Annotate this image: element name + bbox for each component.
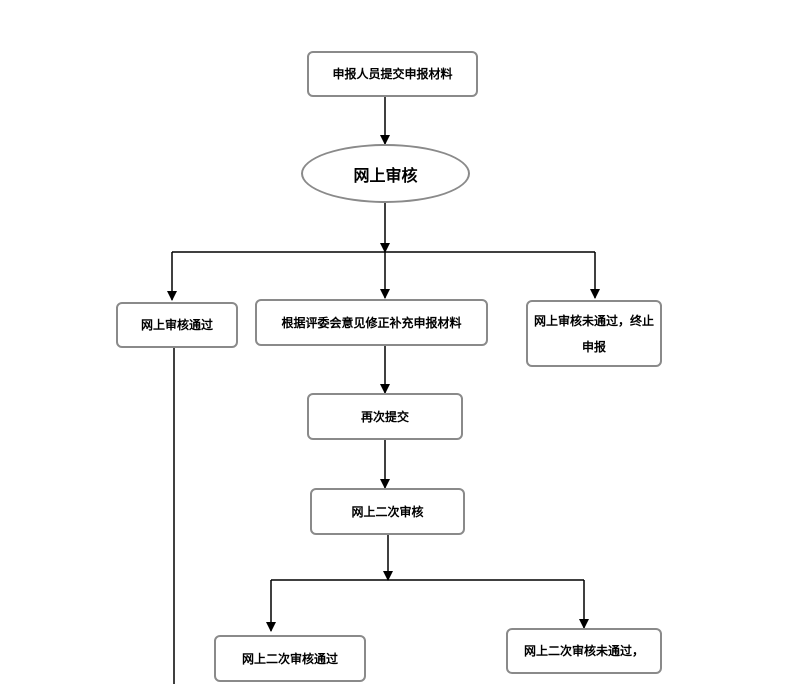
online-review-node: 网上审核 <box>301 144 470 203</box>
review-passed-node: 网上审核通过 <box>116 302 238 348</box>
second-failed-node: 网上二次审核未通过， <box>506 628 662 674</box>
resubmit-node: 再次提交 <box>307 393 463 440</box>
second-passed-node: 网上二次审核通过 <box>214 635 366 682</box>
supplement-node: 根据评委会意见修正补充申报材料 <box>255 299 488 346</box>
submit-node: 申报人员提交申报材料 <box>307 51 478 97</box>
review-failed-node: 网上审核未通过，终止申报 <box>526 300 662 367</box>
second-review-node: 网上二次审核 <box>310 488 465 535</box>
